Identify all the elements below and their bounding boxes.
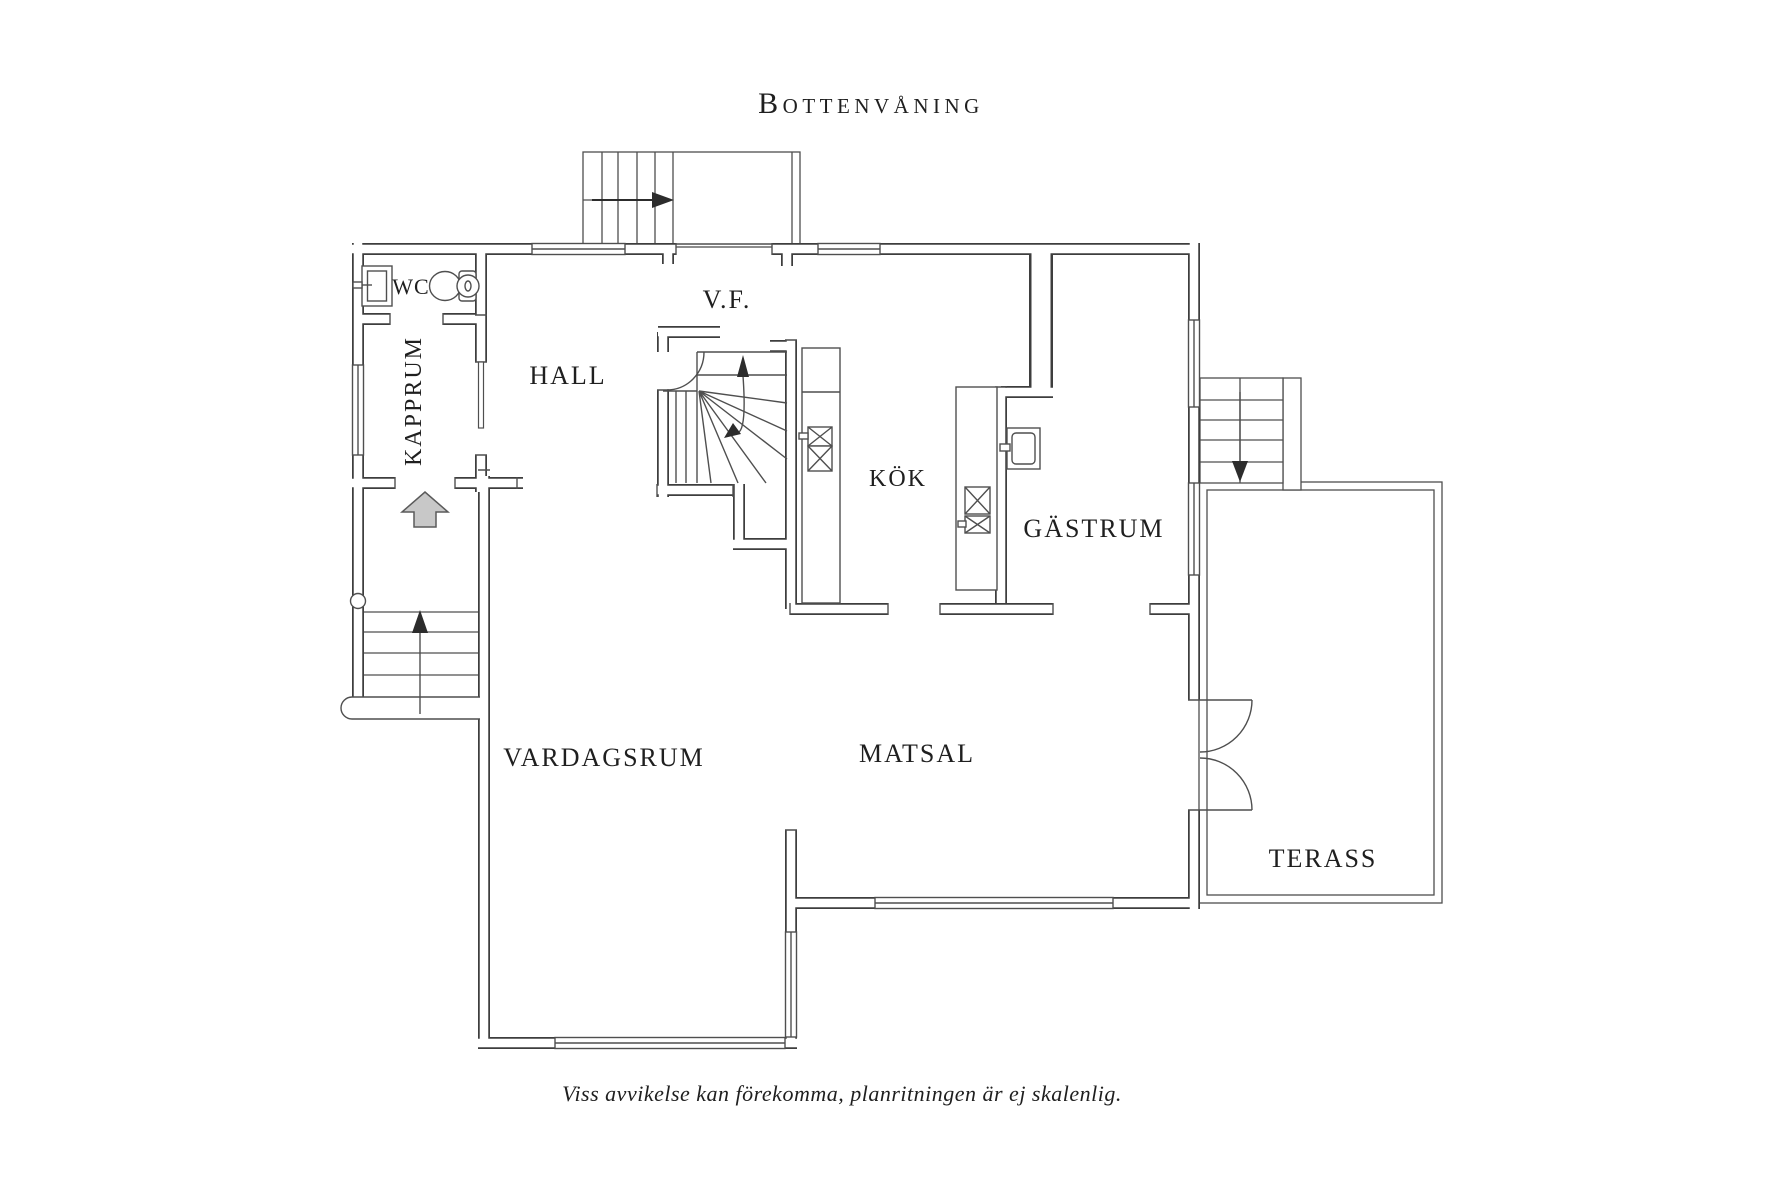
entrance-arrow-icon — [399, 491, 451, 528]
window-matsal-east — [1187, 482, 1201, 576]
label-terass: TERASS — [1269, 844, 1378, 873]
label-matsal: MATSAL — [859, 739, 975, 768]
windows — [351, 242, 1201, 1050]
gastrum-washbasin — [999, 427, 1041, 470]
terrace-outline — [1198, 481, 1443, 904]
vf-stair-up-arrow — [592, 192, 674, 208]
wc-sink — [352, 265, 393, 307]
plan-details — [340, 243, 1253, 811]
interior-winder-stair-treads — [663, 351, 788, 484]
kitchen-tap2 — [957, 520, 967, 528]
window-top-right — [817, 242, 881, 256]
window-gastrum-east — [1187, 319, 1201, 408]
window-vardagsrum-south — [554, 1036, 786, 1050]
window-vardagsrum-east — [784, 931, 798, 1038]
left-exterior-stair-rail — [340, 592, 480, 720]
window-matsal-south — [874, 896, 1114, 910]
disclaimer-text: Viss avvikelse kan förekomma, planritnin… — [562, 1081, 1122, 1106]
left-stair-up-arrow-icon — [412, 610, 428, 633]
wc-sink-tap — [352, 281, 363, 289]
kitchen-right-counter — [955, 386, 998, 591]
label-vf: V.F. — [703, 285, 752, 314]
label-gastrum: GÄSTRUM — [1023, 514, 1164, 543]
washbasin-tap — [999, 443, 1011, 452]
direction-arrows — [399, 192, 1248, 633]
interior-stair-arrow-head2-icon — [724, 423, 741, 438]
window-kapprum-west — [351, 364, 365, 456]
arrow-head-right-icon — [652, 192, 674, 208]
label-kapprum: KAPPRUM — [401, 336, 427, 466]
wc-toilet — [428, 270, 480, 302]
interior-stair-arrow-head-icon — [737, 355, 749, 377]
terrace-double-doors — [1199, 699, 1253, 811]
kapprum-sliding-door — [477, 361, 485, 429]
label-wc: WC — [392, 274, 429, 299]
stair-door-arc — [666, 351, 705, 391]
wall-end-caps — [389, 243, 1200, 831]
right-stair-down-arrow-icon — [1232, 461, 1248, 482]
kitchen-tap — [798, 432, 809, 440]
right-exterior-stairs — [1199, 377, 1302, 491]
newel-post — [349, 592, 367, 610]
window-top-left — [531, 242, 626, 256]
page-title: Bottenvåning — [758, 87, 984, 120]
label-vardagsrum: VARDAGSRUM — [503, 743, 705, 772]
kitchen-sink-symbol — [798, 426, 833, 447]
kitchen-sink2-symbol — [957, 515, 991, 534]
kitchen-stove-symbol — [807, 445, 833, 472]
kitchen-left-counter — [798, 347, 841, 604]
kitchen-appliance-symbol — [964, 486, 991, 515]
label-hall: HALL — [529, 361, 606, 390]
label-kok: KÖK — [869, 466, 927, 492]
fixtures — [352, 265, 1041, 604]
labels: Bottenvåning WC KAPPRUM HALL V.F. KÖK GÄ… — [392, 87, 1378, 1106]
